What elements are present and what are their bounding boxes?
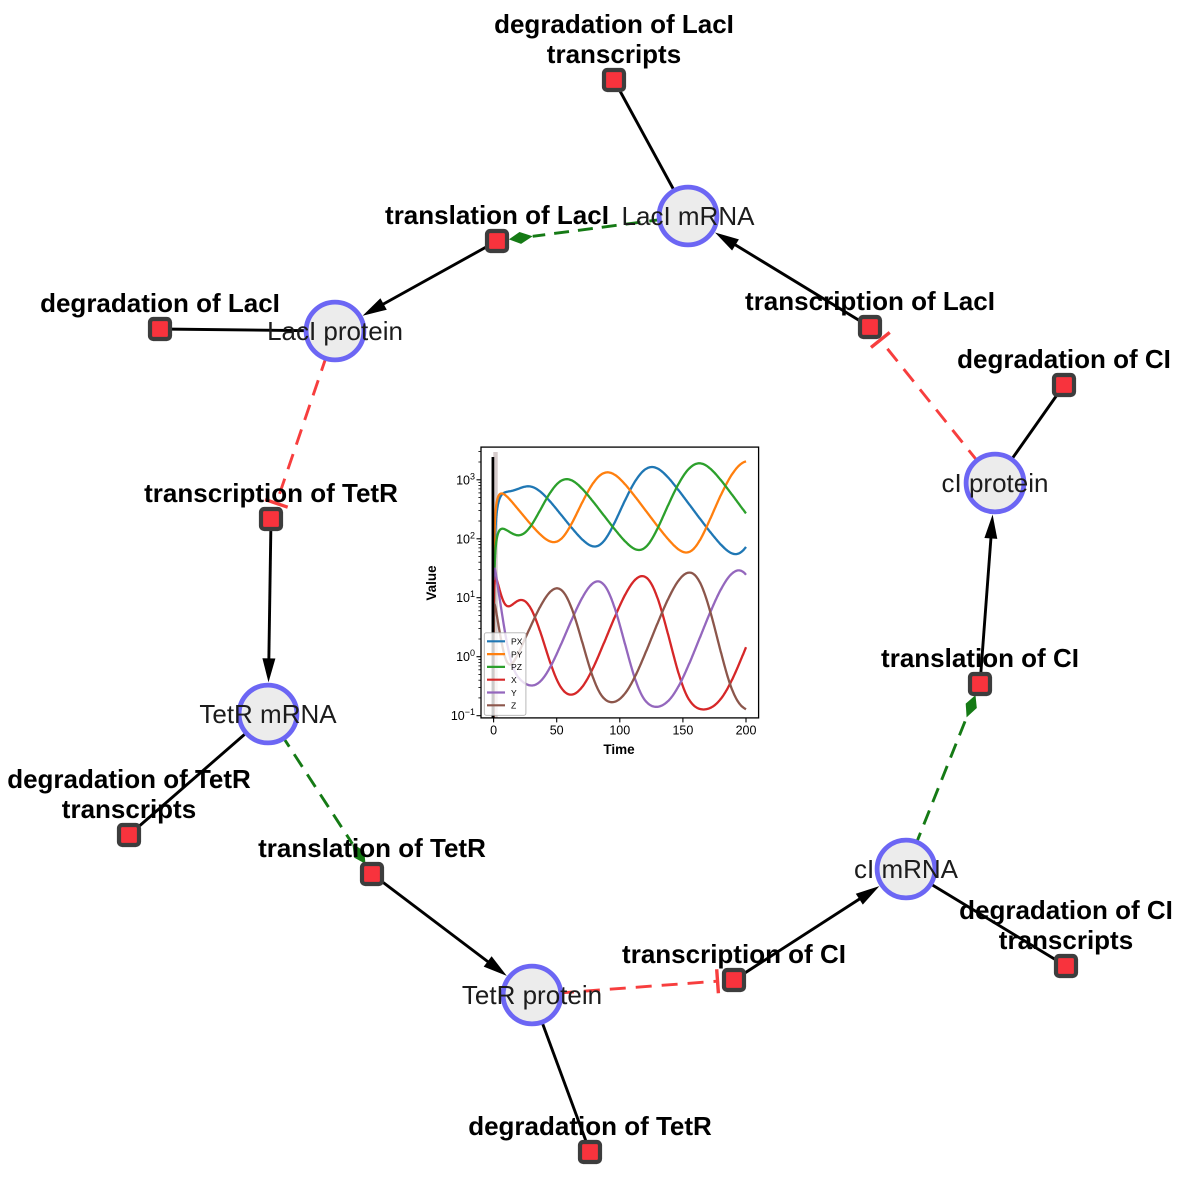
svg-text:transcripts: transcripts	[62, 794, 196, 824]
svg-text:150: 150	[672, 723, 693, 737]
svg-text:transcription of CI: transcription of CI	[622, 939, 846, 969]
svg-text:transcripts: transcripts	[547, 39, 681, 69]
svg-text:transcripts: transcripts	[999, 925, 1133, 955]
svg-text:cI protein: cI protein	[942, 468, 1049, 498]
svg-text:degradation of CI: degradation of CI	[957, 344, 1171, 374]
svg-text:cI mRNA: cI mRNA	[854, 854, 959, 884]
svg-text:101: 101	[456, 589, 475, 605]
svg-text:0: 0	[490, 723, 497, 737]
svg-text:degradation of CI: degradation of CI	[959, 895, 1173, 925]
svg-text:PZ: PZ	[511, 662, 522, 672]
svg-text:LacI protein: LacI protein	[267, 316, 403, 346]
svg-text:100: 100	[456, 648, 475, 664]
svg-text:Value: Value	[424, 565, 439, 601]
svg-text:102: 102	[456, 530, 475, 546]
svg-text:PY: PY	[511, 649, 523, 659]
svg-text:100: 100	[609, 723, 630, 737]
svg-text:translation of LacI: translation of LacI	[385, 200, 609, 230]
svg-text:translation of CI: translation of CI	[881, 643, 1079, 673]
svg-text:PX: PX	[511, 637, 523, 647]
svg-text:X: X	[511, 675, 517, 685]
svg-text:TetR protein: TetR protein	[462, 980, 602, 1010]
svg-text:transcription of LacI: transcription of LacI	[745, 286, 995, 316]
svg-text:degradation of LacI: degradation of LacI	[494, 9, 734, 39]
svg-text:200: 200	[736, 723, 757, 737]
svg-text:translation of TetR: translation of TetR	[258, 833, 486, 863]
svg-text:degradation of TetR: degradation of TetR	[7, 764, 251, 794]
svg-text:103: 103	[456, 471, 475, 487]
svg-text:TetR mRNA: TetR mRNA	[199, 699, 337, 729]
svg-text:transcription of TetR: transcription of TetR	[144, 478, 398, 508]
svg-text:degradation of TetR: degradation of TetR	[468, 1111, 712, 1141]
svg-text:Time: Time	[603, 742, 635, 757]
svg-text:degradation of LacI: degradation of LacI	[40, 288, 280, 318]
svg-text:Y: Y	[511, 688, 517, 698]
svg-text:50: 50	[550, 723, 564, 737]
svg-text:10−1: 10−1	[451, 707, 475, 723]
svg-text:Z: Z	[511, 701, 516, 711]
svg-text:LacI mRNA: LacI mRNA	[622, 201, 756, 231]
